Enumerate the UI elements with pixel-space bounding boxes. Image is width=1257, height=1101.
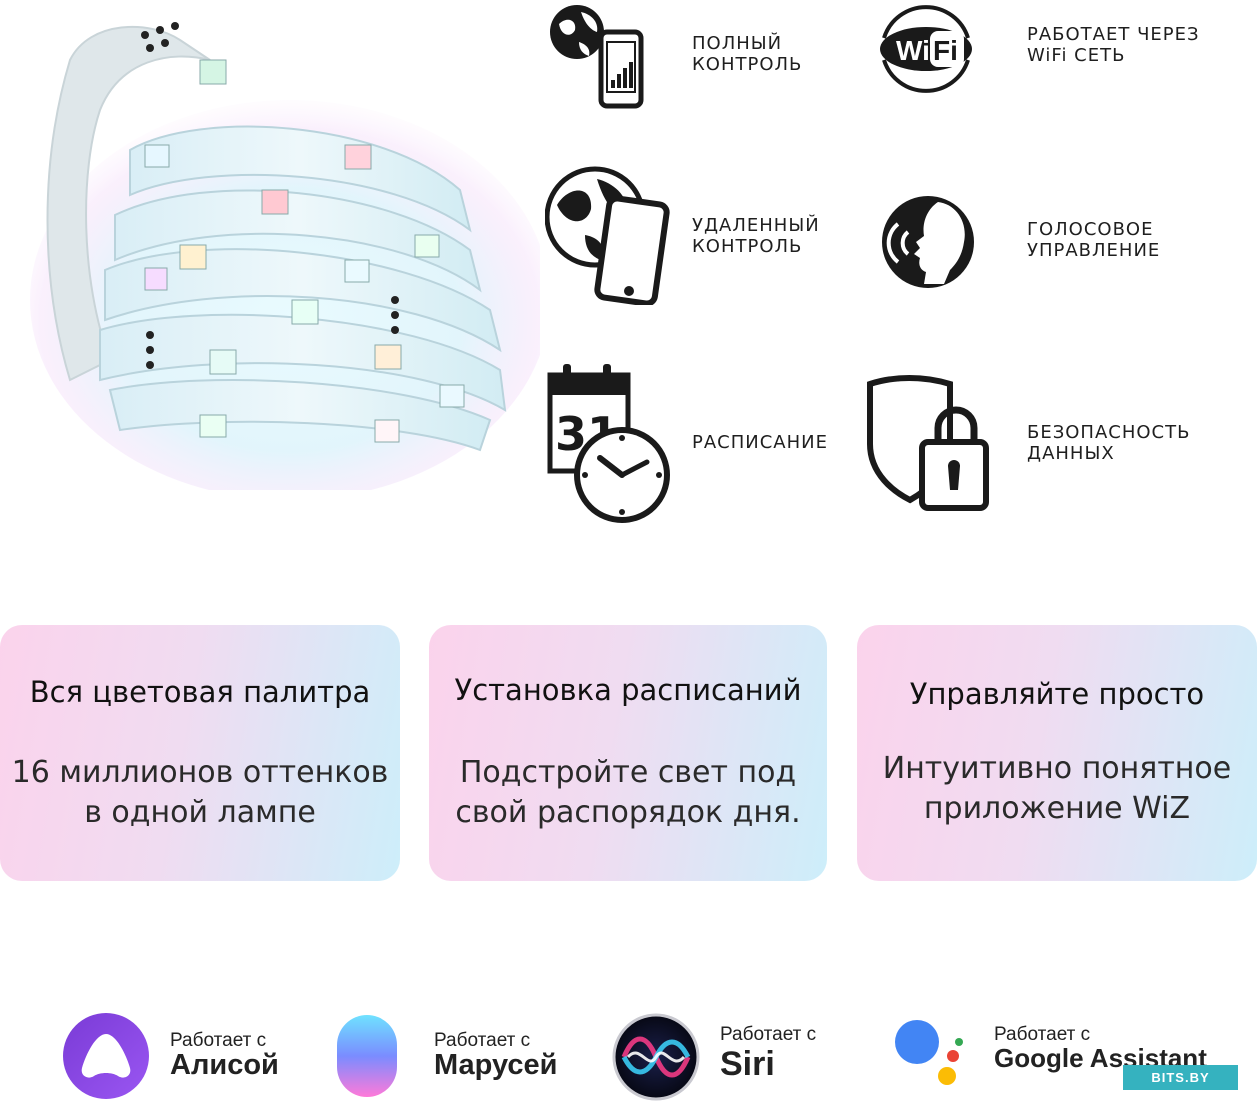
siri-big-label: Siri: [720, 1045, 775, 1083]
calendar-clock-icon: 31: [547, 364, 670, 523]
card-title: Вся цветовая палитра: [29, 675, 371, 709]
feature-label-schedule: РАСПИСАНИЕ: [692, 432, 828, 453]
card-title: Управляйте просто: [909, 677, 1205, 711]
alice-big-label: Алисой: [170, 1049, 279, 1081]
alice-small-label: Работает с: [170, 1030, 267, 1051]
globe-phone-icon: [550, 5, 644, 109]
google-assistant-small-label: Работает с: [994, 1024, 1091, 1045]
marusia-big-label: Марусей: [434, 1049, 558, 1081]
marusia-small-label: Работает с: [434, 1030, 531, 1051]
globe-tablet-icon: [545, 166, 670, 305]
voice-icon: [882, 196, 974, 288]
alice-icon: [63, 1013, 149, 1099]
siri-small-label: Работает с: [720, 1024, 817, 1045]
wifi-icon-text-right: Fi: [933, 35, 958, 66]
wifi-icon: Wi Fi: [880, 5, 972, 93]
led-strip-image: [30, 22, 540, 490]
wifi-icon-text-left: Wi: [896, 35, 930, 66]
siri-icon: [612, 1013, 700, 1101]
feature-card-schedule: Установка расписаний Подстройте свет под…: [429, 625, 827, 881]
site-watermark: BITS.BY: [1123, 1065, 1238, 1090]
shield-lock-icon: [867, 375, 989, 511]
card-title: Установка расписаний: [454, 673, 802, 707]
feature-card-palette: Вся цветовая палитра 16 миллионов оттенк…: [0, 625, 400, 881]
google-assistant-icon: [895, 1020, 963, 1085]
marusia-icon: [337, 1015, 397, 1097]
